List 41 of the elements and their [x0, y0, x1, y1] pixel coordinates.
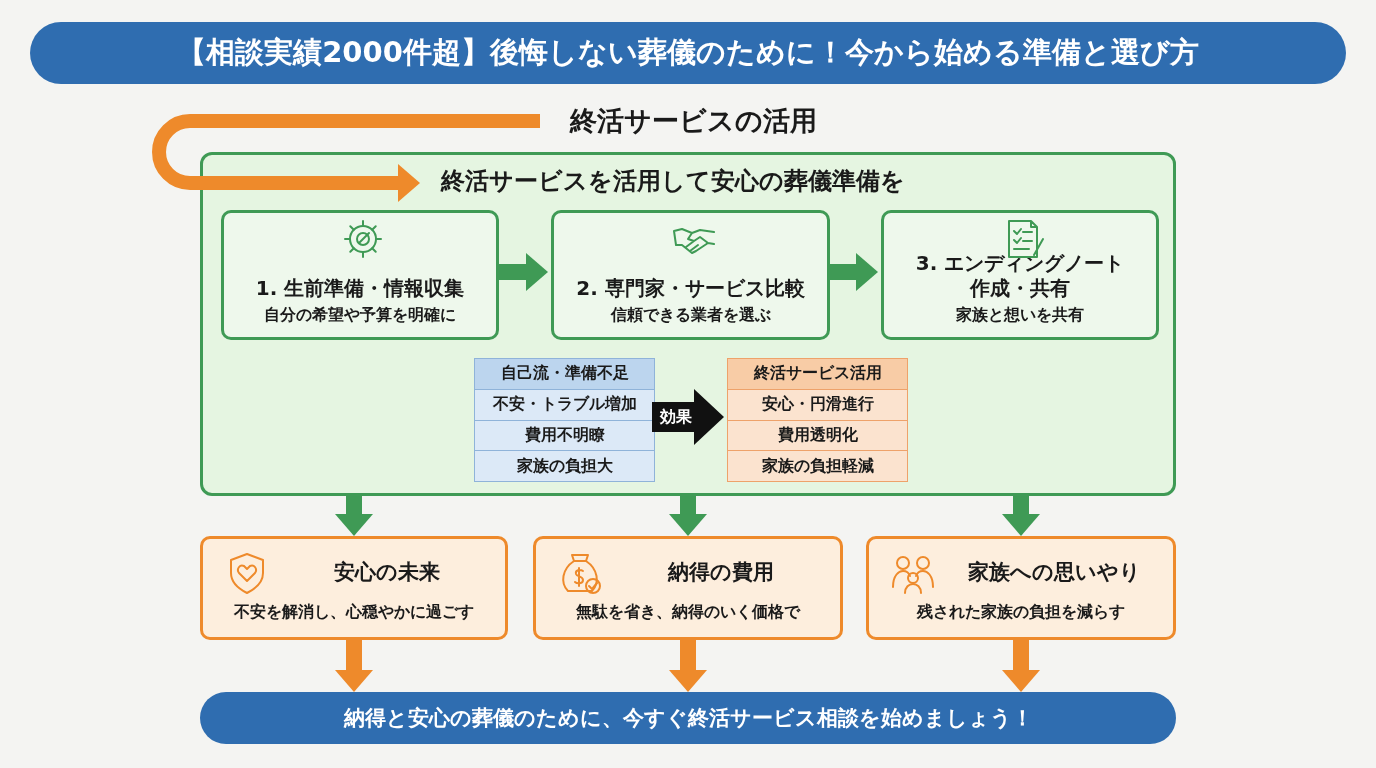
benefit-description: 残された家族の負担を減らす [915, 601, 1126, 623]
call-to-action-banner: 納得と安心の葬儀のために、今すぐ終活サービス相談を始めましょう！ [200, 692, 1176, 744]
step-heading: 2. 専門家・サービス比較 [575, 276, 806, 301]
step-description: 自分の希望や予算を明確に [264, 304, 456, 326]
step-heading: 1. 生前準備・情報収集 [254, 276, 466, 301]
section-heading: 終活サービスの活用 [548, 100, 838, 142]
benefit-box [533, 536, 843, 640]
benefit-description: 無駄を省き、納得のいく価格で [575, 601, 802, 623]
table-cell: 費用透明化 [728, 419, 907, 451]
arrow [152, 114, 540, 202]
comparison-table [727, 358, 908, 482]
table-cell: 家族の負担大 [475, 450, 654, 481]
step-box [221, 210, 499, 340]
arrow [335, 640, 373, 692]
edge-label: 効果 [658, 406, 694, 428]
arrow [1002, 496, 1040, 536]
step-description: 信頼できる業者を選ぶ [610, 304, 771, 326]
benefit-description: 不安を解消し、心穏やかに過ごす [233, 601, 475, 623]
title-banner: 【相談実績2000件超】後悔しない葬儀のために！今から始める準備と選び方 [30, 22, 1346, 84]
group-panel [200, 152, 1176, 496]
table-header-cell: 自己流・準備不足 [475, 359, 654, 389]
arrow [335, 496, 373, 536]
arrow [1002, 640, 1040, 692]
table-cell: 家族の負担軽減 [728, 450, 907, 481]
step-description: 家族と想いを共有 [956, 304, 1084, 326]
arrow [669, 640, 707, 692]
table-cell: 費用不明瞭 [475, 419, 654, 451]
step-box [881, 210, 1159, 340]
benefit-heading: 安心の未来 [333, 559, 441, 586]
table-cell: 不安・トラブル増加 [475, 388, 654, 420]
table-header-cell: 終活サービス活用 [728, 359, 907, 389]
benefit-box [200, 536, 508, 640]
step-box [551, 210, 830, 340]
panel-heading: 終活サービスを活用して安心の葬儀準備を [441, 166, 906, 197]
benefit-heading: 納得の費用 [666, 559, 775, 586]
arrow [669, 496, 707, 536]
arrow [652, 389, 724, 445]
table-cell: 安心・円滑進行 [728, 388, 907, 420]
benefit-heading: 家族への思いやり [966, 559, 1142, 586]
benefit-box [866, 536, 1176, 640]
comparison-table [474, 358, 655, 482]
